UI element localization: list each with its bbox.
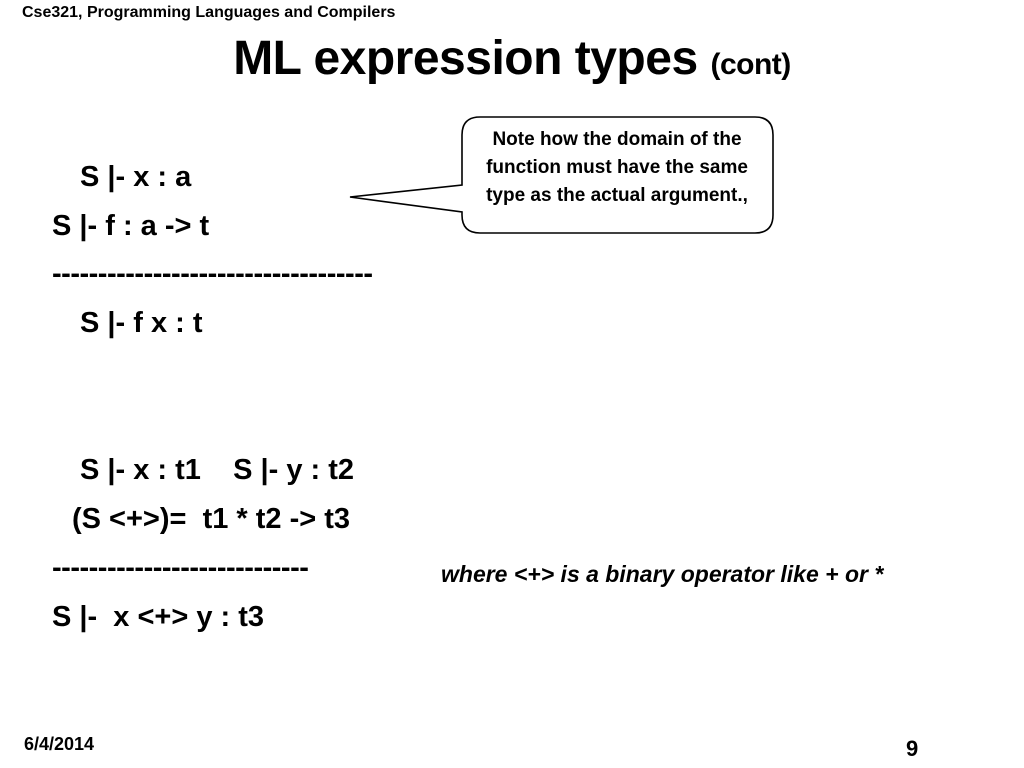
rule2-premise-1: S |- x : t1 S |- y : t2 xyxy=(80,454,355,486)
page-number: 9 xyxy=(906,736,919,761)
rule1-conclusion: S |- f x : t xyxy=(80,307,203,339)
callout-text: Note how the domain of the function must… xyxy=(486,129,748,206)
rule2-conclusion: S |- x <+> y : t3 xyxy=(52,601,265,633)
rule2-divider: ---------------------------- xyxy=(52,552,309,584)
title-suffix: (cont) xyxy=(710,48,791,81)
rule1-premise-2: S |- f : a -> t xyxy=(52,210,210,242)
rule1-premise-1: S |- x : a xyxy=(80,161,192,193)
rule1-divider: ----------------------------------- xyxy=(52,258,373,290)
rule2-premise-2: (S <+>)= t1 * t2 -> t3 xyxy=(72,503,351,535)
course-header: Cse321, Programming Languages and Compil… xyxy=(22,4,396,21)
slide-title: ML expression types (cont) xyxy=(0,31,1024,86)
operator-note: where <+> is a binary operator like + or… xyxy=(441,561,884,587)
footer-date: 6/4/2014 xyxy=(24,734,95,754)
title-main: ML expression types xyxy=(233,32,711,85)
